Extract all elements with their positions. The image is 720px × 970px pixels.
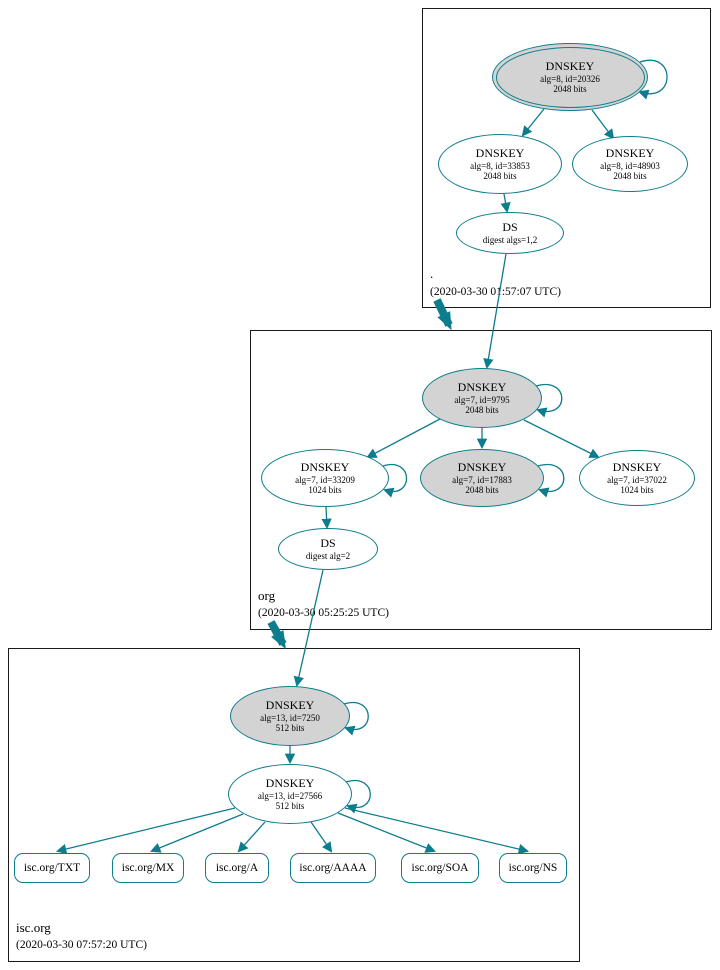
rrset-label: isc.org/NS [508, 862, 558, 874]
dnskey-node-org-37022: DNSKEY alg=7, id=37022 1024 bits [579, 450, 695, 506]
node-type: DS [502, 220, 518, 235]
node-size: 1024 bits [620, 484, 654, 495]
zone-timestamp-isc-org: (2020-03-30 07:57:20 UTC) [16, 939, 147, 951]
dnskey-node-org-ksk-9795: DNSKEY alg=7, id=9795 2048 bits [422, 368, 542, 428]
node-type: DNSKEY [545, 59, 595, 74]
rrset-label: isc.org/AAAA [299, 862, 367, 874]
zone-box-root [422, 8, 711, 308]
node-type: DNSKEY [612, 460, 662, 475]
node-type: DNSKEY [265, 698, 315, 713]
rrset-node-isc-org-txt: isc.org/TXT [14, 853, 90, 883]
dnskey-node-root-ksk-20326: DNSKEY alg=8, id=20326 2048 bits [492, 43, 648, 111]
node-type: DNSKEY [475, 146, 525, 161]
rrset-node-isc-org-a: isc.org/A [205, 853, 269, 883]
node-size: 512 bits [275, 722, 305, 733]
node-alg-id: alg=8, id=33853 [470, 160, 530, 171]
node-type: DNSKEY [300, 460, 350, 475]
node-type: DNSKEY [457, 460, 507, 475]
node-size: 2048 bits [465, 484, 499, 495]
node-alg-id: alg=8, id=20326 [540, 73, 600, 84]
rrset-label: isc.org/A [215, 862, 259, 874]
dnskey-node-isc-ksk-7250: DNSKEY alg=13, id=7250 512 bits [230, 686, 350, 746]
zone-label-root: . [430, 266, 434, 281]
zone-timestamp-org: (2020-03-30 05:25:25 UTC) [258, 607, 389, 619]
dnskey-node-root-33853: DNSKEY alg=8, id=33853 2048 bits [438, 134, 562, 194]
zone-label-isc-org: isc.org [16, 920, 51, 935]
rrset-node-isc-org-ns: isc.org/NS [499, 853, 567, 883]
node-digest: digest alg=2 [305, 550, 351, 561]
ds-node-org: DS digest alg=2 [278, 528, 378, 570]
rrset-label: isc.org/TXT [23, 862, 81, 874]
zone-label-org: org [258, 588, 276, 603]
node-alg-id: alg=7, id=37022 [607, 474, 667, 485]
dnskey-node-org-17883: DNSKEY alg=7, id=17883 2048 bits [420, 449, 544, 507]
dnskey-node-org-33209: DNSKEY alg=7, id=33209 1024 bits [261, 449, 389, 507]
node-type: DNSKEY [265, 776, 315, 791]
node-alg-id: alg=7, id=33209 [295, 474, 355, 485]
rrset-node-isc-org-mx: isc.org/MX [112, 853, 184, 883]
rrset-label: isc.org/SOA [411, 862, 469, 874]
node-type: DNSKEY [457, 380, 507, 395]
dnskey-node-isc-27566: DNSKEY alg=13, id=27566 512 bits [228, 764, 352, 824]
rrset-node-isc-org-soa: isc.org/SOA [401, 853, 479, 883]
node-alg-id: alg=13, id=27566 [257, 790, 323, 801]
zone-box-org [250, 330, 712, 630]
zone-box-isc-org [8, 648, 580, 962]
node-size: 2048 bits [483, 170, 517, 181]
node-size: 2048 bits [613, 170, 647, 181]
node-size: 2048 bits [553, 83, 587, 94]
rrset-label: isc.org/MX [121, 862, 175, 874]
node-size: 1024 bits [308, 484, 342, 495]
node-alg-id: alg=7, id=9795 [454, 394, 510, 405]
node-digest: digest algs=1,2 [482, 234, 538, 245]
node-type: DS [320, 536, 336, 551]
node-alg-id: alg=7, id=17883 [452, 474, 512, 485]
node-alg-id: alg=8, id=48903 [600, 160, 660, 171]
node-type: DNSKEY [605, 146, 655, 161]
zone-timestamp-root: (2020-03-30 01:57:07 UTC) [430, 286, 561, 298]
rrset-node-isc-org-aaaa: isc.org/AAAA [290, 853, 376, 883]
dnskey-node-root-48903: DNSKEY alg=8, id=48903 2048 bits [572, 136, 688, 192]
node-size: 2048 bits [465, 404, 499, 415]
ds-node-root: DS digest algs=1,2 [456, 212, 564, 254]
node-size: 512 bits [275, 800, 305, 811]
node-alg-id: alg=13, id=7250 [260, 712, 320, 723]
